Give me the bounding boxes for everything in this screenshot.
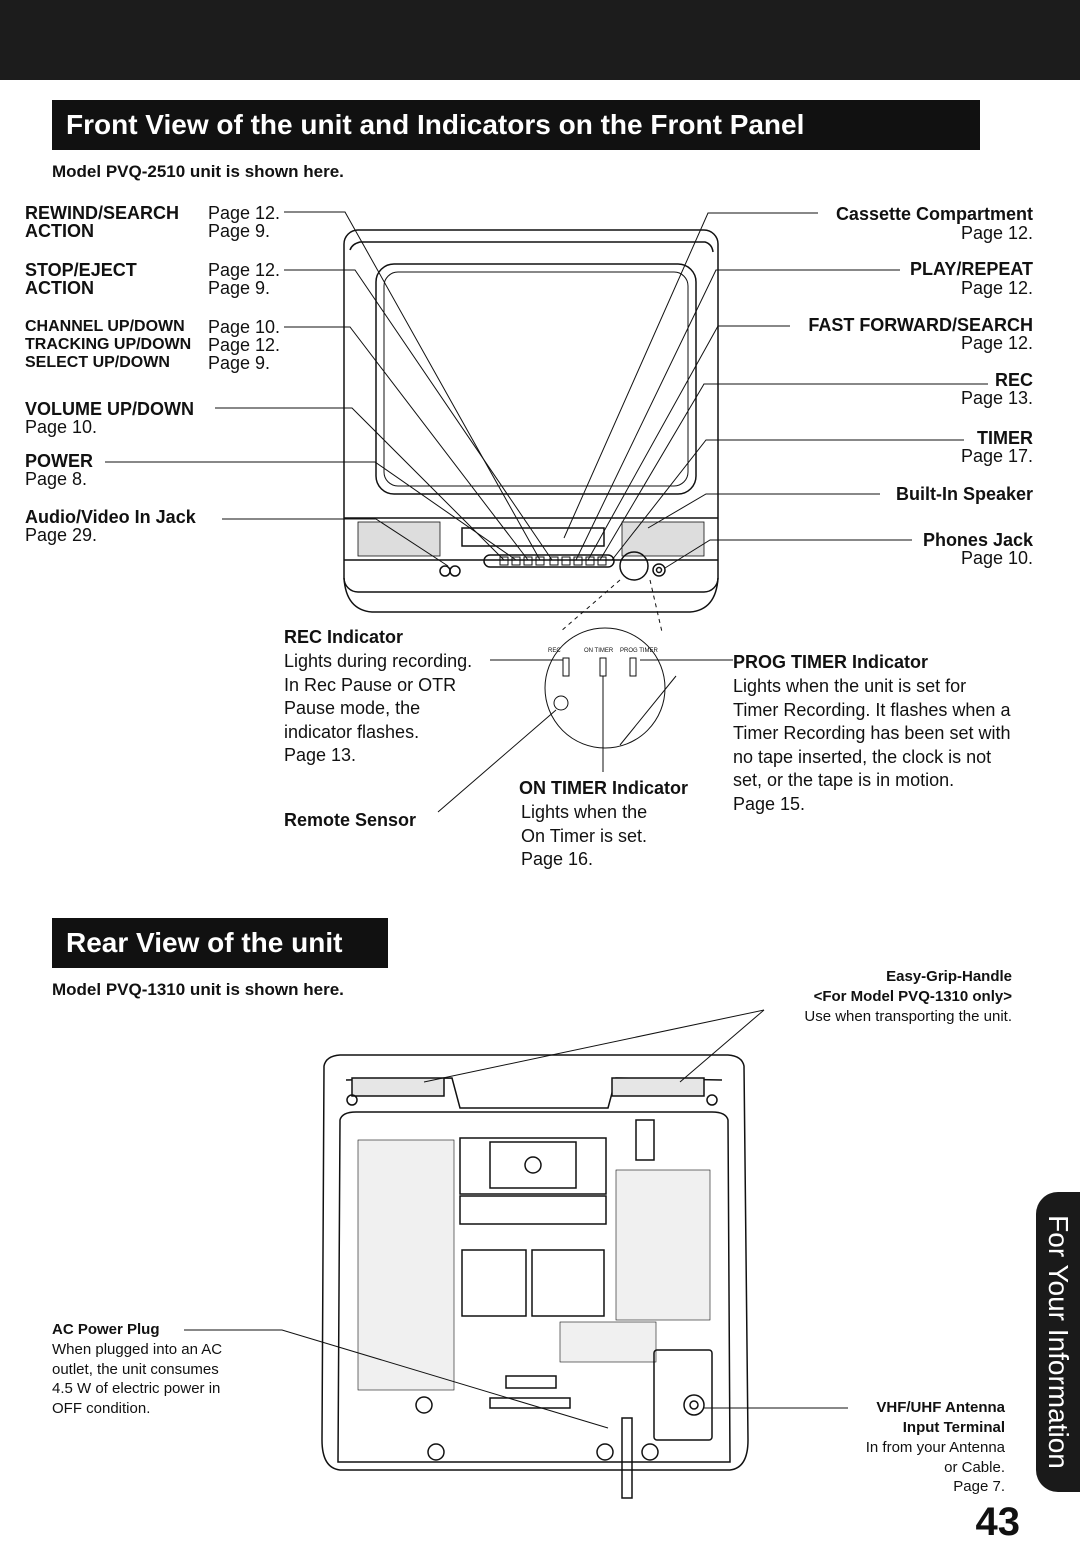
page-tracking-updown: Page 12. <box>208 335 281 355</box>
page-number: 43 <box>975 1500 1021 1544</box>
front-tv-illustration <box>343 229 719 613</box>
page-select-updown: Page 9. <box>208 353 271 373</box>
page-volume: Page 10. <box>25 417 98 437</box>
handle-desc: Use when transporting the unit. <box>804 1008 1012 1025</box>
panel-indicator-labels: REC ON TIMER PROG TIMER <box>548 648 659 654</box>
handle-subtitle: <For Model PVQ-1310 only> <box>813 988 1012 1005</box>
label-volume: VOLUME UP/DOWN <box>25 399 194 419</box>
label-rewind-search: REWIND/SEARCH <box>25 203 180 223</box>
rec-indicator-title: REC Indicator <box>284 627 404 647</box>
page-av-jack: Page 29. <box>25 525 98 545</box>
rear-tv-illustration <box>321 1054 749 1499</box>
on-timer-desc: Lights when the On Timer is set. Page 16… <box>521 802 648 869</box>
page-rewind-action: Page 9. <box>208 221 271 241</box>
page-channel-updown: Page 10. <box>208 317 281 337</box>
antenna-title-2: Input Terminal <box>902 1419 1005 1436</box>
rec-indicator-desc: Lights during recording. In Rec Pause or… <box>284 651 473 765</box>
side-tab <box>1036 1192 1080 1492</box>
on-timer-title: ON TIMER Indicator <box>519 778 689 798</box>
antenna-title-1: VHF/UHF Antenna <box>876 1399 1005 1416</box>
front-model-note: Model PVQ-2510 unit is shown here. <box>52 162 344 181</box>
label-cassette-compartment: Cassette Compartment <box>835 204 1033 224</box>
page-fast-forward: Page 12. <box>960 333 1033 353</box>
label-select-updown: SELECT UP/DOWN <box>25 354 170 371</box>
page-rewind-search: Page 12. <box>208 203 281 223</box>
label-play-repeat: PLAY/REPEAT <box>909 259 1033 279</box>
page-rec: Page 13. <box>960 388 1033 408</box>
panel-label-prog-timer: PROG TIMER <box>620 648 659 654</box>
page-stop-action: Page 9. <box>208 278 271 298</box>
ac-plug-title: AC Power Plug <box>52 1321 160 1338</box>
page-stop-eject: Page 12. <box>208 260 281 280</box>
page-phones-jack: Page 10. <box>960 548 1033 568</box>
prog-timer-desc: Lights when the unit is set for Timer Re… <box>733 676 1011 814</box>
top-black-band <box>0 0 1080 80</box>
rear-model-note: Model PVQ-1310 unit is shown here. <box>52 980 344 999</box>
panel-label-rec: REC <box>548 648 561 654</box>
rear-view-header: Rear View of the unit <box>52 918 388 968</box>
label-timer: TIMER <box>977 428 1033 448</box>
label-power: POWER <box>25 451 94 471</box>
ac-plug-desc: When plugged into an AC outlet, the unit… <box>52 1341 223 1417</box>
page-play-repeat: Page 12. <box>960 278 1033 298</box>
page-cassette-compartment: Page 12. <box>960 223 1033 243</box>
label-av-jack: Audio/Video In Jack <box>25 507 196 527</box>
label-phones-jack: Phones Jack <box>922 530 1033 550</box>
label-channel-updown: CHANNEL UP/DOWN <box>25 318 185 335</box>
front-view-header: Front View of the unit and Indicators on… <box>52 100 980 150</box>
page-power: Page 8. <box>25 469 88 489</box>
label-tracking-updown: TRACKING UP/DOWN <box>25 336 192 353</box>
label-built-in-speaker: Built-In Speaker <box>895 484 1033 504</box>
label-stop-action: ACTION <box>25 278 94 298</box>
remote-sensor-label: Remote Sensor <box>284 810 417 830</box>
antenna-desc: In from your Antenna or Cable. Page 7. <box>865 1439 1005 1495</box>
prog-timer-title: PROG TIMER Indicator <box>733 652 929 672</box>
label-stop-eject: STOP/EJECT <box>25 260 137 280</box>
label-rec: REC <box>994 370 1033 390</box>
label-rewind-action: ACTION <box>25 221 94 241</box>
panel-label-on-timer: ON TIMER <box>584 648 614 654</box>
page-timer: Page 17. <box>960 446 1033 466</box>
handle-title: Easy-Grip-Handle <box>886 968 1012 985</box>
label-fast-forward: FAST FORWARD/SEARCH <box>808 315 1033 335</box>
